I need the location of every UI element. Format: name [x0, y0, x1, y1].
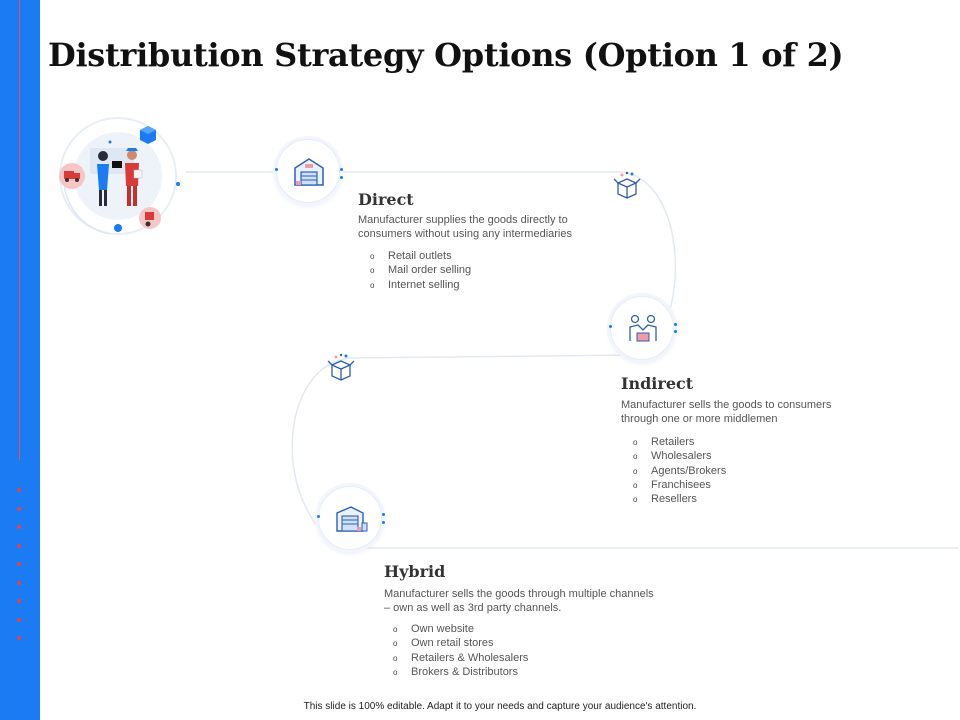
list-item: Retail outlets — [370, 249, 471, 265]
indirect-description: Manufacturer sells the goods to consumer… — [621, 399, 832, 425]
direct-heading: Direct — [358, 190, 414, 209]
factory-icon — [336, 506, 368, 532]
list-item: Retailers & Wholesalers — [393, 651, 528, 667]
footer-note: This slide is 100% editable. Adapt it to… — [303, 701, 697, 712]
delivery-hero-illustration — [59, 117, 180, 235]
side-accent-line — [19, 0, 20, 460]
side-dot-column — [17, 488, 23, 655]
list-item: Brokers & Distributors — [393, 665, 528, 681]
handshake-deal-icon — [629, 314, 657, 342]
list-item: Own retail stores — [393, 636, 528, 652]
open-box-icon-top — [613, 171, 641, 199]
direct-bullet-list: Retail outlets Mail order selling Intern… — [370, 249, 471, 294]
list-item: Retailers — [633, 435, 726, 451]
slide-title: Distribution Strategy Options (Option 1 … — [48, 36, 844, 74]
hybrid-bullet-list: Own website Own retail stores Retailers … — [393, 622, 528, 681]
warehouse-icon — [294, 158, 324, 186]
list-item: Agents/Brokers — [633, 464, 726, 480]
list-item: Franchisees — [633, 478, 726, 494]
list-item: Mail order selling — [370, 263, 471, 279]
indirect-heading: Indirect — [621, 374, 694, 393]
list-item: Wholesalers — [633, 449, 726, 465]
indirect-node — [609, 296, 677, 360]
direct-description: Manufacturer supplies the goods directly… — [358, 214, 572, 240]
list-item: Internet selling — [370, 278, 471, 294]
hybrid-heading: Hybrid — [384, 562, 446, 581]
open-box-icon-middle — [327, 353, 355, 381]
direct-node — [275, 139, 343, 203]
list-item: Resellers — [633, 492, 726, 508]
hybrid-description: Manufacturer sells the goods through mul… — [384, 588, 654, 614]
indirect-bullet-list: Retailers Wholesalers Agents/Brokers Fra… — [633, 435, 726, 508]
list-item: Own website — [393, 622, 528, 638]
hybrid-node — [317, 486, 385, 550]
